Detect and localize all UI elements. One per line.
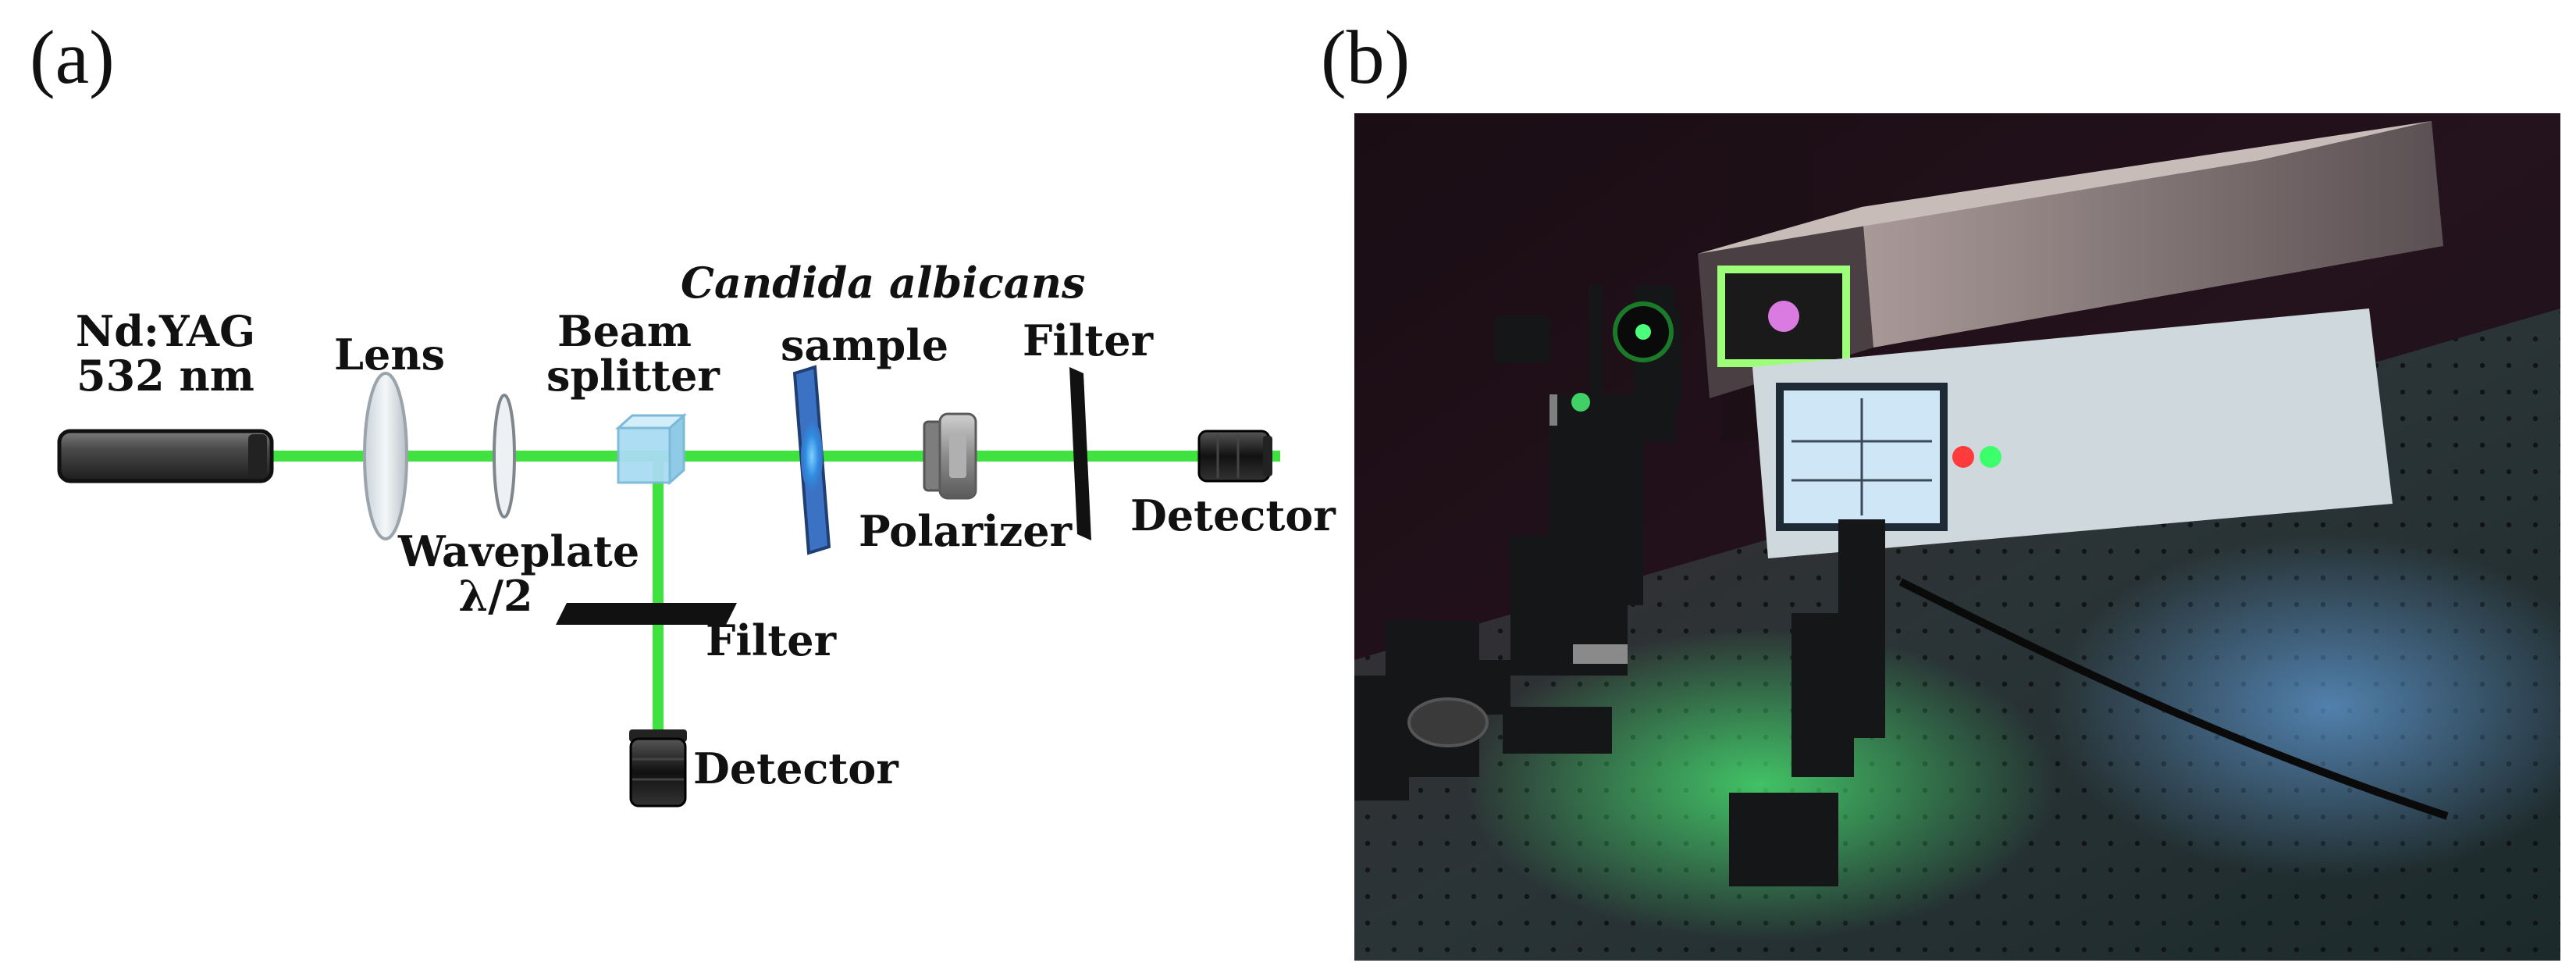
beam-splitter-cube — [615, 412, 687, 486]
beam-splitter-label: Beam splitter — [546, 306, 720, 401]
filter-bottom-label: Filter — [706, 615, 837, 665]
panel-a-label: (a) — [30, 16, 115, 100]
oscilloscope — [1752, 308, 2393, 558]
filter-bottom — [556, 603, 737, 625]
candida-albicans-sample — [792, 365, 831, 555]
detector-right — [1197, 430, 1272, 483]
nd-yag-laser — [57, 429, 274, 483]
polarizer — [923, 412, 977, 500]
panel-b-label: (b) — [1321, 16, 1411, 100]
schematic-svg — [57, 365, 1280, 808]
lab-setup-photo — [1354, 113, 2560, 961]
laser-housing — [1698, 121, 2443, 398]
lab-photo-svg — [1354, 113, 2560, 961]
laser-name: Nd:YAG — [75, 306, 256, 356]
laser-label: Nd:YAG 532 nm — [72, 309, 259, 398]
laser-wavelength: 532 nm — [76, 350, 254, 401]
waveplate-lambda: λ/2 — [458, 570, 533, 621]
waveplate-label: Waveplate λ/2 — [398, 526, 640, 621]
waveplate — [493, 394, 516, 519]
filter-top-label: Filter — [1023, 316, 1154, 365]
sample-label-line1: Candida albicans — [681, 258, 1086, 308]
beam-splitter-line1: Beam — [557, 306, 692, 356]
laser-beam — [273, 451, 1280, 734]
beam-splitter-line2: splitter — [546, 350, 720, 401]
sample-label-line2: sample — [781, 320, 949, 370]
optical-setup-diagram: Nd:YAG 532 nm Lens Beam splitter Candida… — [57, 258, 1336, 808]
lens — [363, 372, 408, 540]
lens-label: Lens — [334, 330, 445, 380]
detector-bottom — [629, 729, 687, 808]
detector-right-label: Detector — [1130, 490, 1336, 540]
polarizer-label: Polarizer — [859, 506, 1073, 556]
waveplate-name: Waveplate — [398, 526, 640, 576]
detector-bottom-label: Detector — [693, 743, 898, 793]
filter-right — [1069, 367, 1091, 540]
